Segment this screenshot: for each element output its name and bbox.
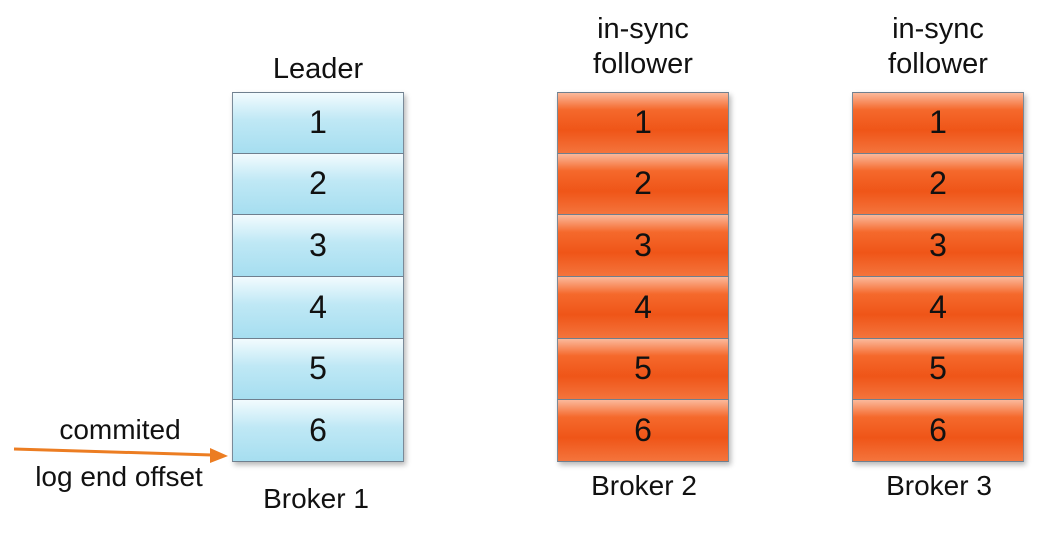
broker-2-entry-3: 3 xyxy=(557,215,729,277)
broker-2-entry-1: 1 xyxy=(557,92,729,154)
broker-3-entry-2: 2 xyxy=(852,153,1024,216)
broker-1-entry-6: 6 xyxy=(232,400,404,462)
broker-1-entry-1: 1 xyxy=(232,92,404,154)
broker-2-label: Broker 2 xyxy=(591,470,697,501)
committed-label: commited xyxy=(59,414,181,445)
leader-label: Leader xyxy=(272,53,364,85)
broker-2-entry-6: 6 xyxy=(557,400,729,462)
broker-3-entry-3: 3 xyxy=(852,215,1024,277)
broker-3-entry-5: 5 xyxy=(852,338,1024,401)
broker-3-entry-6: 6 xyxy=(852,400,1024,462)
broker-1-entry-3: 3 xyxy=(232,215,404,277)
broker-3-label: Broker 3 xyxy=(886,470,992,501)
broker-2-entry-2: 2 xyxy=(557,153,729,216)
follower-label-broker-2: in-sync follower xyxy=(593,13,693,80)
broker-1-log: 1 2 3 4 5 6 xyxy=(232,92,404,462)
broker-1-entry-4: 4 xyxy=(232,276,404,339)
broker-3-entry-4: 4 xyxy=(852,276,1024,339)
broker-2-log: 1 2 3 4 5 6 xyxy=(557,92,729,462)
broker-2-entry-5: 5 xyxy=(557,338,729,401)
broker-1-entry-5: 5 xyxy=(232,338,404,401)
broker-2-entry-4: 4 xyxy=(557,276,729,339)
broker-1-entry-2: 2 xyxy=(232,153,404,216)
log-end-offset-label: log end offset xyxy=(35,461,203,492)
broker-1-label: Broker 1 xyxy=(263,483,369,514)
follower-label-broker-3: in-sync follower xyxy=(888,13,988,80)
broker-3-log: 1 2 3 4 5 6 xyxy=(852,92,1024,462)
broker-3-entry-1: 1 xyxy=(852,92,1024,154)
